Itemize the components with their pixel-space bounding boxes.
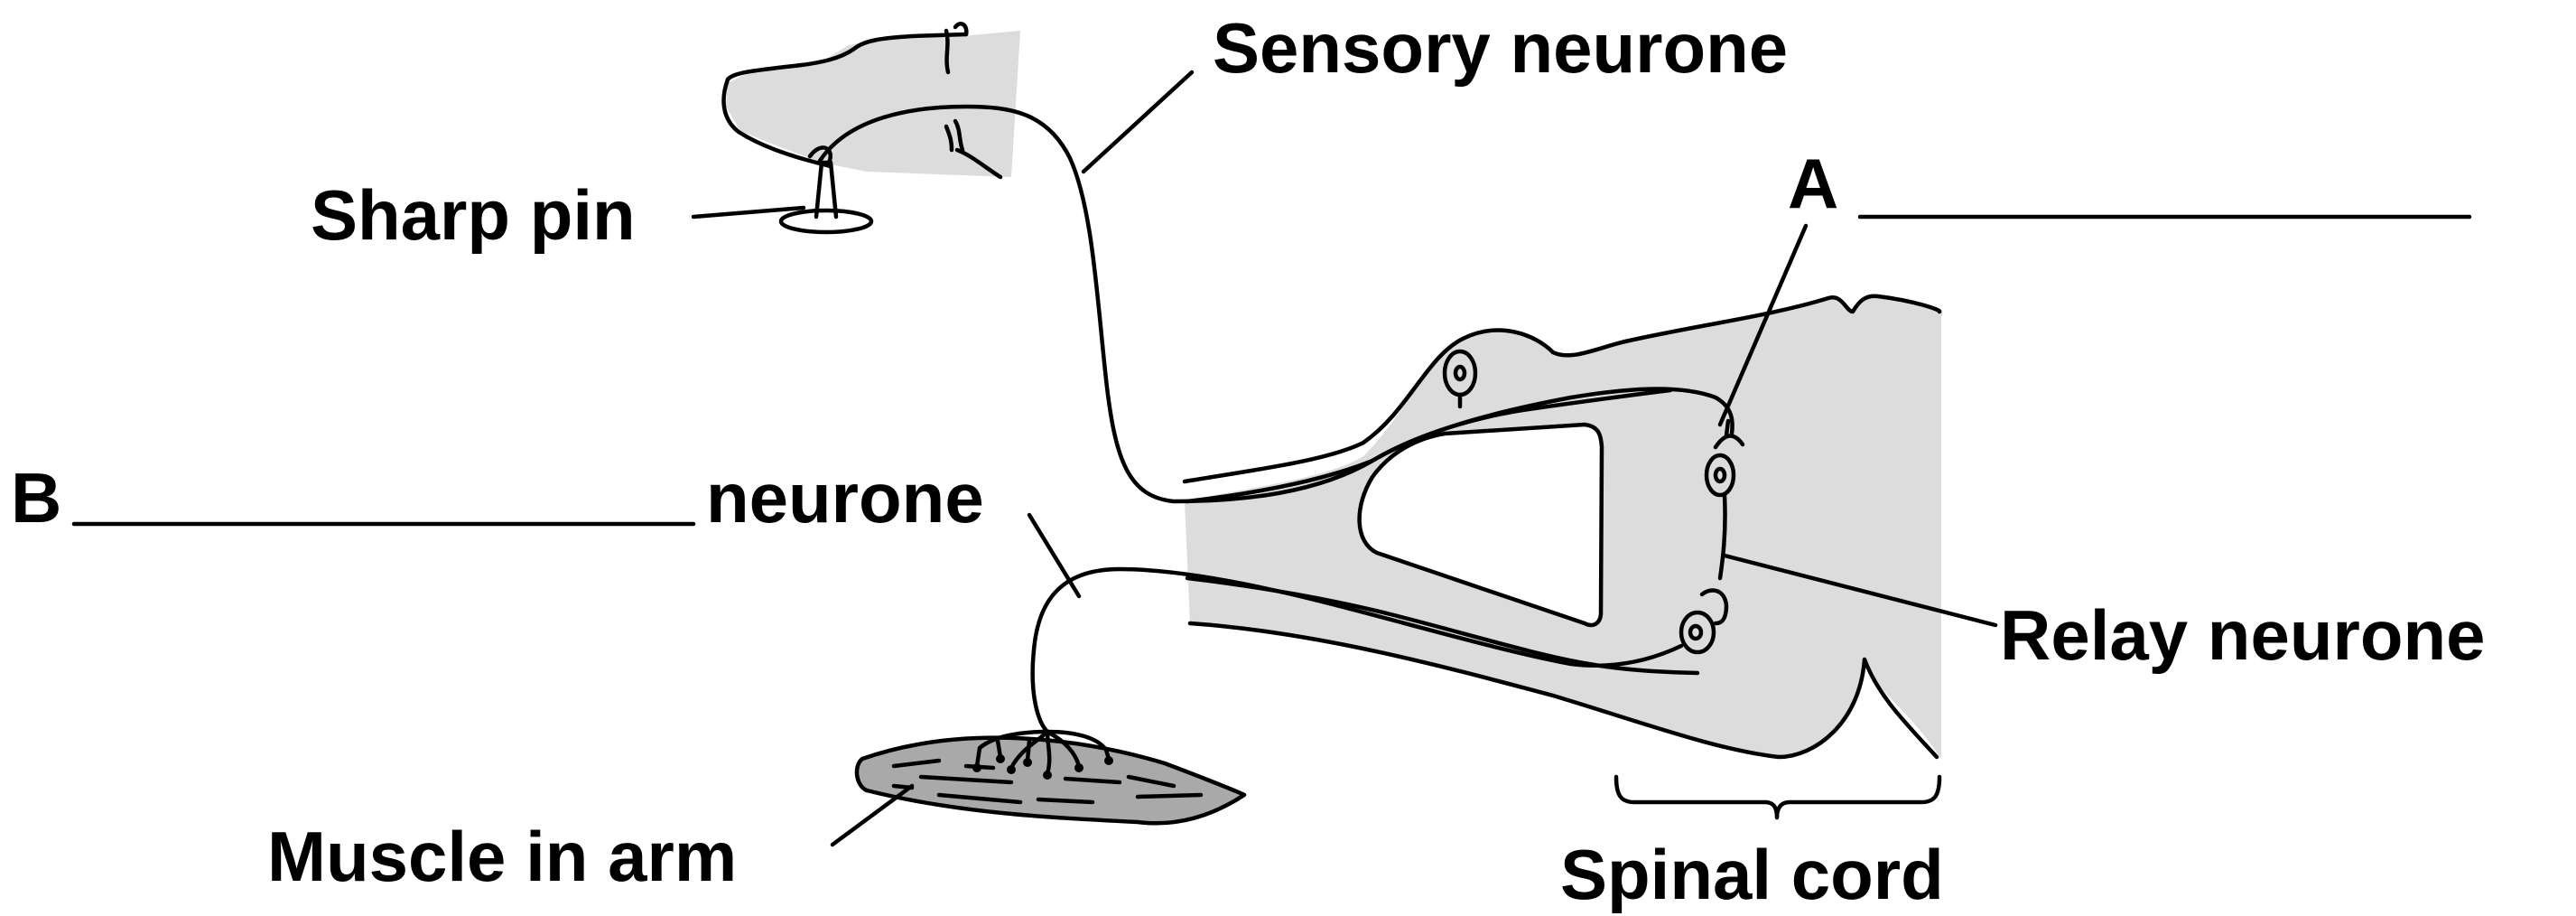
spinal-cord-tissue xyxy=(1185,296,1943,759)
label-spinal-cord: Spinal cord xyxy=(1560,835,1944,914)
label-neurone: neurone xyxy=(706,458,984,537)
finger xyxy=(724,23,1020,177)
label-b: B xyxy=(11,458,61,537)
spinal-cord-bracket xyxy=(1616,777,1939,818)
leader-sensory xyxy=(1083,72,1192,172)
label-muscle-in-arm: Muscle in arm xyxy=(267,817,737,896)
label-sensory-neurone: Sensory neurone xyxy=(1213,8,1788,88)
leader-motor xyxy=(1029,515,1079,596)
muscle-drawing xyxy=(857,732,1244,823)
label-a: A xyxy=(1788,144,1838,223)
label-sharp-pin: Sharp pin xyxy=(311,175,636,255)
leader-muscle xyxy=(832,786,912,845)
label-relay-neurone: Relay neurone xyxy=(2000,595,2486,675)
